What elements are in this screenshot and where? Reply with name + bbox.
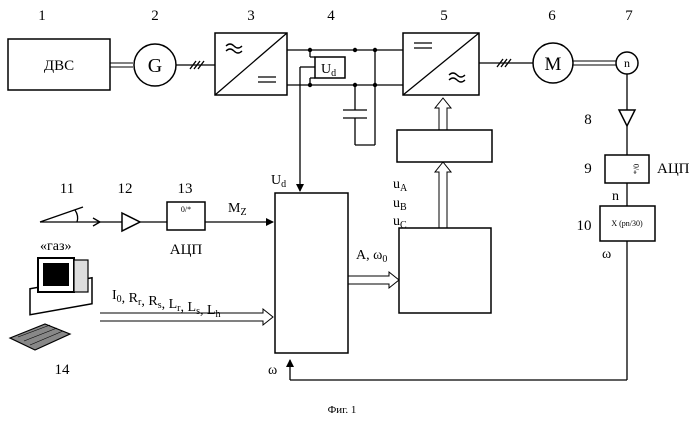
adc-9-symbol: */0 — [632, 164, 641, 174]
block-number-1: 1 — [38, 8, 46, 24]
block-number-7: 7 — [625, 8, 633, 24]
param-subscript: h — [216, 309, 221, 320]
block-number-5: 5 — [440, 8, 448, 24]
label-mz: MZ — [228, 201, 247, 218]
label-n-out: n — [612, 189, 619, 204]
block-number-13: 13 — [178, 181, 193, 197]
speed-sensor-label: n — [624, 56, 630, 70]
label-a-omega0: A, ω0 — [356, 248, 387, 265]
block-number-4: 4 — [327, 8, 335, 24]
controller-to-modulator-arrow — [348, 272, 399, 288]
driver-17-block — [397, 130, 492, 162]
label-uc: uC — [393, 214, 407, 231]
figure-caption: Фиг. 1 — [328, 404, 357, 416]
label-omega-left: ω — [268, 363, 277, 378]
generator-label: G — [148, 55, 162, 77]
ice-label: ДВС — [44, 58, 74, 74]
block-number-14: 14 — [55, 362, 71, 378]
block-number-2: 2 — [151, 8, 159, 24]
param-symbol: , R — [141, 294, 158, 309]
block-number-3: 3 — [247, 8, 255, 24]
driver-to-inverter-arrow — [435, 98, 451, 130]
adc-9-block — [605, 155, 649, 183]
label-ud: Ud — [271, 173, 286, 190]
label-omega-right: ω — [602, 247, 611, 262]
param-symbol: , L — [181, 300, 197, 315]
motor-label: M — [545, 54, 562, 75]
block-number-9: 9 — [584, 161, 592, 177]
label-ub: uB — [393, 196, 407, 213]
adc-9-label: АЦП — [657, 161, 690, 177]
controller-15-block — [275, 193, 348, 353]
label-gas: «газ» — [40, 239, 72, 254]
adc-13-label: АЦП — [170, 242, 203, 258]
block-number-8: 8 — [584, 112, 592, 128]
block-number-11: 11 — [60, 181, 74, 197]
block-number-6: 6 — [548, 8, 556, 24]
modulator-to-driver-arrow — [435, 162, 451, 228]
param-symbol: , R — [122, 291, 139, 306]
amplifier-12 — [122, 213, 140, 231]
block-number-12: 12 — [118, 181, 133, 197]
label-motor-params: I0, Rr, Rs, Lr, Ls, Lh — [112, 288, 221, 320]
label-ua: uA — [393, 177, 408, 194]
amplifier-8 — [619, 110, 635, 126]
param-symbol: , L — [200, 303, 216, 318]
adc-13-symbol: 0/* — [181, 205, 191, 214]
computer-14-icon — [10, 258, 92, 350]
throttle-pedal-11 — [40, 207, 90, 222]
modulator-16-block — [399, 228, 491, 313]
block-number-10: 10 — [577, 218, 592, 234]
converter-10-label: X (pn/30) — [611, 219, 643, 228]
param-symbol: , L — [162, 297, 178, 312]
